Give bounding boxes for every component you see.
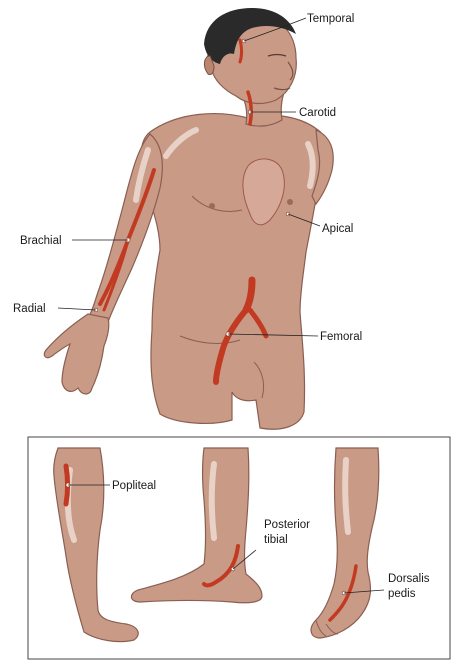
label-femoral: Femoral bbox=[320, 331, 362, 343]
left-hand bbox=[44, 314, 108, 394]
right-nipple bbox=[287, 199, 293, 205]
left-nipple bbox=[209, 203, 215, 209]
label-dorsalis-pedis-2: pedis bbox=[388, 588, 416, 600]
label-carotid: Carotid bbox=[299, 107, 336, 119]
label-popliteal: Popliteal bbox=[112, 480, 156, 492]
label-apical: Apical bbox=[322, 223, 353, 235]
shin-highlight-anterior bbox=[345, 460, 348, 532]
label-brachial: Brachial bbox=[20, 235, 62, 247]
shin-highlight bbox=[212, 464, 214, 538]
label-radial: Radial bbox=[13, 303, 46, 315]
label-posterior-tibial-1: Posterior bbox=[264, 519, 310, 531]
left-arm bbox=[88, 134, 162, 322]
torso bbox=[141, 114, 328, 430]
label-temporal: Temporal bbox=[307, 13, 354, 25]
temporal-artery bbox=[240, 40, 242, 62]
radial-leader bbox=[58, 308, 96, 310]
upper-body-figure bbox=[44, 8, 333, 429]
label-dorsalis-pedis-1: Dorsalis bbox=[388, 573, 430, 585]
label-posterior-tibial-2: tibial bbox=[264, 534, 288, 546]
